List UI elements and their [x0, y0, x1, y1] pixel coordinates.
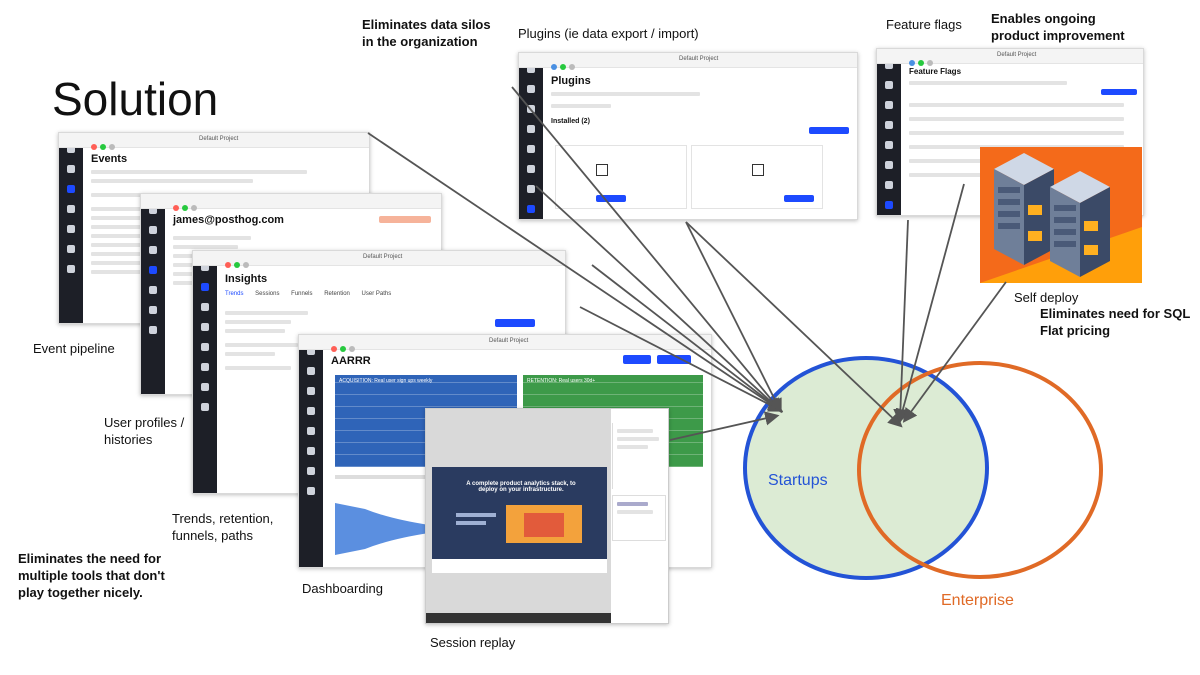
label-user-profiles: User profiles / histories	[104, 415, 185, 447]
plugins-installed: Installed (2)	[551, 118, 590, 125]
slide-title: Solution	[52, 73, 219, 125]
label-flat-pricing: Flat pricing	[1040, 323, 1111, 338]
tab-funnels: Funnels	[291, 291, 313, 297]
funnel-shape	[335, 503, 429, 555]
label-event-pipeline: Event pipeline	[33, 341, 115, 356]
label-dashboarding: Dashboarding	[302, 581, 383, 596]
replay-headline: A complete product analytics stack, to d…	[466, 481, 576, 493]
tab-trends: Trends	[225, 291, 244, 297]
events-heading: Events	[91, 153, 128, 165]
label-session-replay: Session replay	[430, 635, 516, 650]
insights-heading: Insights	[225, 273, 268, 285]
label-trends: Trends, retention, funnels, paths	[172, 511, 274, 543]
label-ongoing-improvement: Enables ongoing product improvement	[991, 11, 1125, 43]
retention-panel-title: RETENTION: Real users 30d+	[527, 378, 596, 384]
label-enterprise: Enterprise	[941, 592, 1014, 609]
plugins-heading: Plugins	[551, 75, 591, 87]
acquisition-panel-title: ACQUISITION: Real user sign ups weekly	[339, 378, 433, 384]
tab-paths: User Paths	[361, 291, 392, 297]
person-heading: james@posthog.com	[173, 214, 284, 226]
plugins-screenshot: Default Project Plugins Installed (2)	[518, 52, 858, 220]
label-eliminates-sql: Eliminates need for SQL	[1040, 306, 1191, 321]
arrows	[367, 86, 1007, 441]
label-feature-flags: Feature flags	[886, 17, 962, 32]
label-data-silos: Eliminates data silos in the organizatio…	[362, 17, 491, 49]
project-name: Default Project	[199, 136, 239, 142]
startups-circle	[743, 356, 989, 580]
flags-heading: Feature Flags	[909, 67, 962, 76]
label-plugins: Plugins (ie data export / import)	[518, 26, 699, 41]
server-illustration	[980, 147, 1142, 283]
label-eliminates-tools: Eliminates the need for multiple tools t…	[18, 551, 165, 600]
label-self-deploy: Self deploy	[1014, 290, 1079, 305]
tab-sessions: Sessions	[255, 291, 280, 297]
dashboard-heading: AARRR	[331, 355, 371, 367]
label-startups: Startups	[768, 472, 828, 489]
session-replay-screenshot: A complete product analytics stack, to d…	[425, 408, 669, 624]
enterprise-circle	[857, 361, 1103, 579]
tab-retention: Retention	[324, 291, 350, 297]
